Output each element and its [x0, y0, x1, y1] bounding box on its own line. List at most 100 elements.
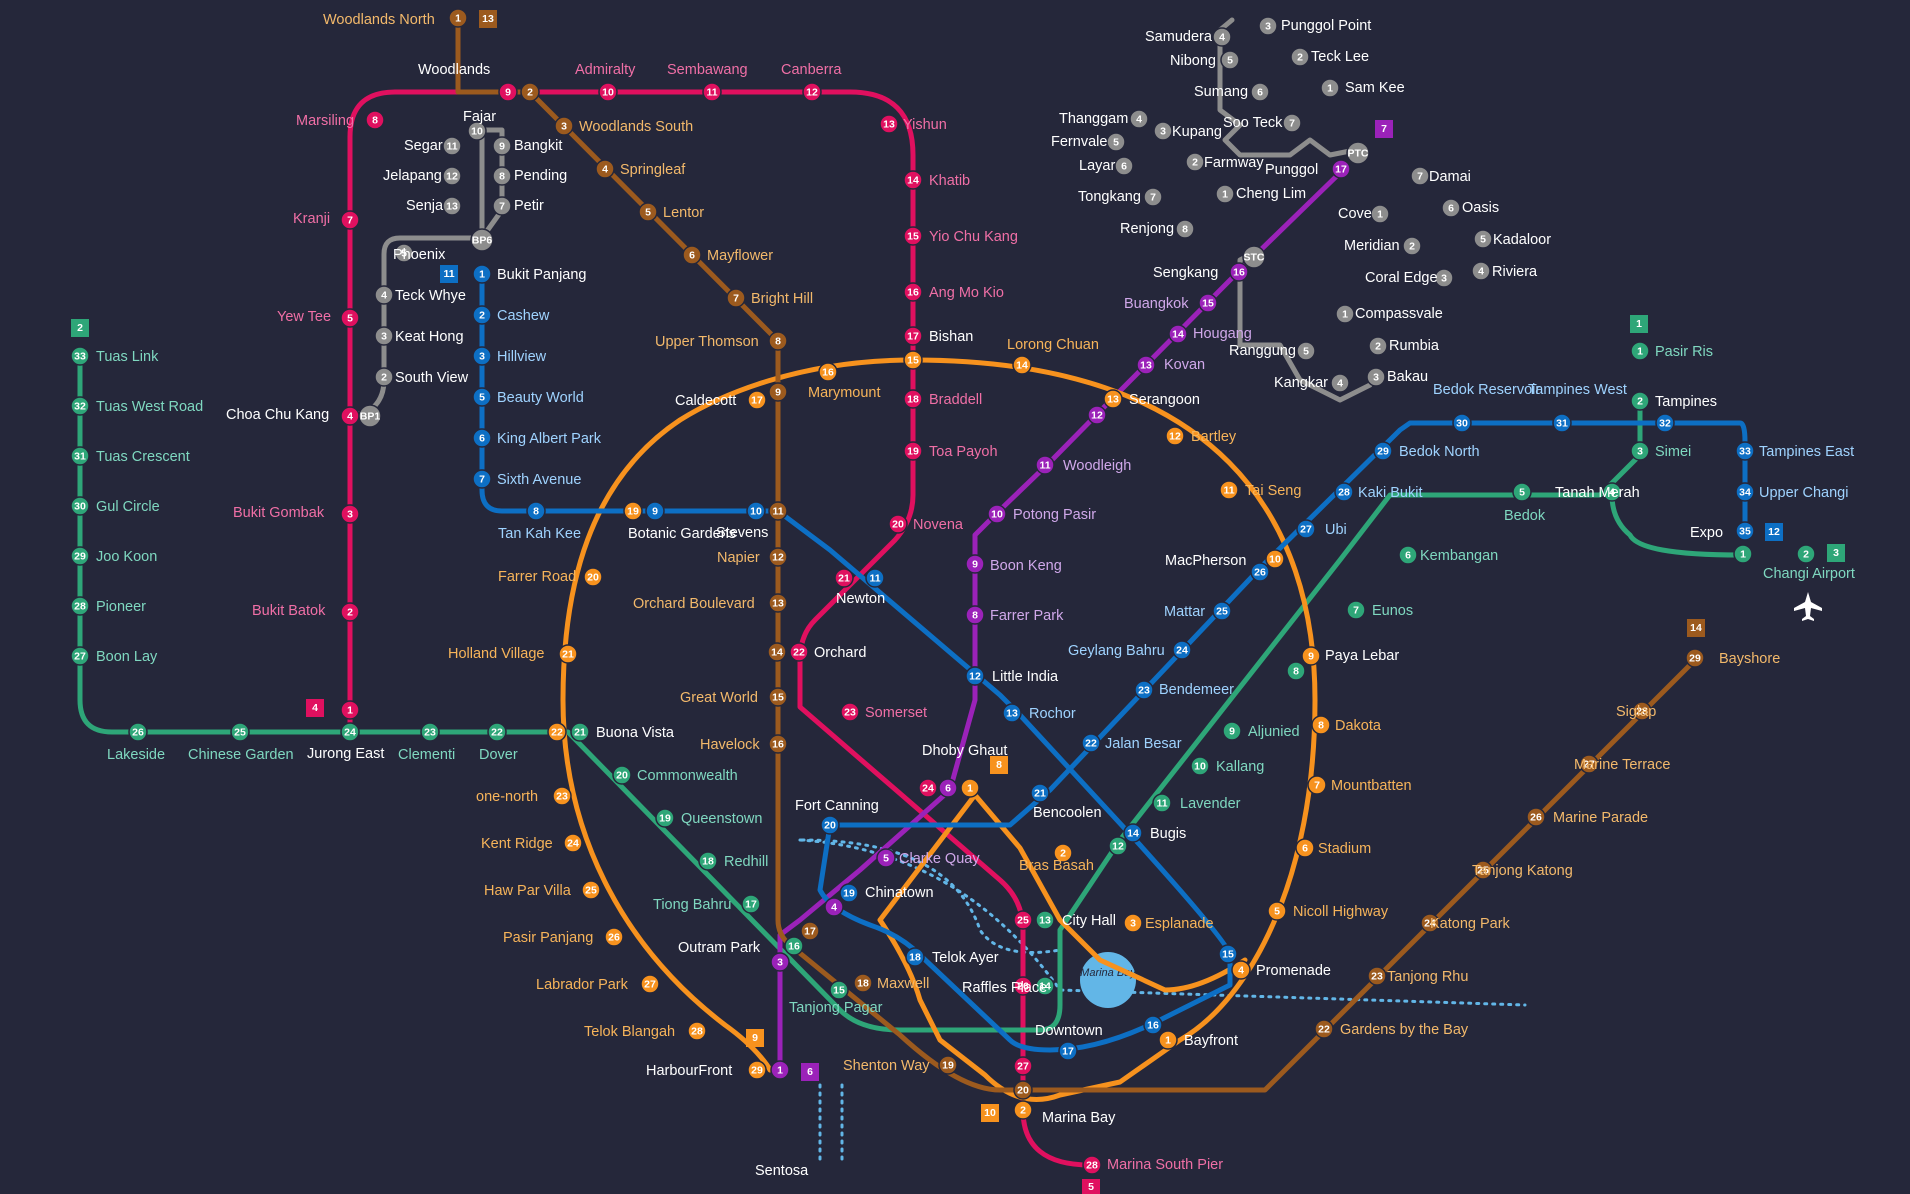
- lbl-bencoolen[interactable]: Bencoolen: [1033, 805, 1102, 821]
- lbl-downtown[interactable]: Downtown: [1035, 1023, 1103, 1039]
- lbl-woodlands-north[interactable]: Woodlands North: [323, 12, 435, 28]
- lbl-bright-hill[interactable]: Bright Hill: [751, 291, 813, 307]
- lbl-lentor[interactable]: Lentor: [663, 205, 704, 221]
- station-marker-shenton-way-te19[interactable]: 19: [938, 1055, 958, 1075]
- station-marker-havelock-te16[interactable]: 16: [768, 734, 788, 754]
- lbl-hougang[interactable]: Hougang: [1193, 326, 1252, 342]
- lbl-dover[interactable]: Dover: [479, 747, 518, 763]
- station-marker-dhoby-ghaut-ns24[interactable]: 24: [918, 778, 938, 798]
- station-marker-canberra-ns12[interactable]: 12: [802, 82, 822, 102]
- lbl-marine-terrace[interactable]: Marine Terrace: [1574, 757, 1670, 773]
- station-marker-cove-lrt1[interactable]: 1: [1370, 204, 1390, 224]
- station-marker-punggol-point-lrt3[interactable]: 3: [1258, 16, 1278, 36]
- lbl-kaki-bukit[interactable]: Kaki Bukit: [1358, 485, 1422, 501]
- lbl-teck-whye[interactable]: Teck Whye: [395, 288, 466, 304]
- station-marker-orchard-boulevard-te13[interactable]: 13: [768, 593, 788, 613]
- station-marker-farrer-park-ne8[interactable]: 8: [965, 605, 985, 625]
- station-marker-changi-airport-ew2[interactable]: 2: [1796, 544, 1816, 564]
- station-marker-great-world-te15[interactable]: 15: [768, 687, 788, 707]
- station-marker-choa-chu-kang-lrtbp1[interactable]: BP1: [358, 404, 382, 428]
- lbl-kent-ridge[interactable]: Kent Ridge: [481, 836, 553, 852]
- station-marker-bugis-ew12[interactable]: 12: [1108, 836, 1128, 856]
- station-marker-promenade-cc4[interactable]: 4: [1231, 960, 1251, 980]
- lbl-queenstown[interactable]: Queenstown: [681, 811, 762, 827]
- lbl-pioneer[interactable]: Pioneer: [96, 599, 146, 615]
- station-marker-tampines-east-dt33[interactable]: 33: [1735, 441, 1755, 461]
- station-marker-admiralty-ns10[interactable]: 10: [598, 82, 618, 102]
- lbl-layar[interactable]: Layar: [1079, 158, 1115, 174]
- station-marker-tampines-west-dt31[interactable]: 31: [1552, 413, 1572, 433]
- station-marker-thanggam-lrt4[interactable]: 4: [1129, 109, 1149, 129]
- station-marker-rochor-dt13[interactable]: 13: [1002, 703, 1022, 723]
- station-marker-teck-lee-lrt2[interactable]: 2: [1290, 47, 1310, 67]
- station-marker-one-north-cc23[interactable]: 23: [552, 786, 572, 806]
- station-marker-compassvale-lrt1[interactable]: 1: [1335, 304, 1355, 324]
- station-marker-harbourfront-ne1[interactable]: 1: [770, 1060, 790, 1080]
- station-marker-orchard-ns22[interactable]: 22: [789, 642, 809, 662]
- lbl-bendemeer[interactable]: Bendemeer: [1159, 682, 1234, 698]
- station-marker-fort-canning-dt20[interactable]: 20: [820, 815, 840, 835]
- station-marker-tanah-merah-ew4[interactable]: 4: [1602, 482, 1622, 502]
- station-marker-kembangan-ew6[interactable]: 6: [1398, 545, 1418, 565]
- lbl-raffles-place[interactable]: Raffles Place: [962, 980, 1047, 996]
- station-marker-clarke-quay-ne5[interactable]: 5: [876, 848, 896, 868]
- station-marker-jurong-east-ew24[interactable]: 24: [340, 722, 360, 742]
- lbl-caldecott[interactable]: Caldecott: [675, 393, 736, 409]
- lbl-stadium[interactable]: Stadium: [1318, 841, 1371, 857]
- station-marker-rumbia-lrt2[interactable]: 2: [1368, 336, 1388, 356]
- lbl-shenton-way[interactable]: Shenton Way: [843, 1058, 930, 1074]
- lbl-bayfront[interactable]: Bayfront: [1184, 1033, 1238, 1049]
- lbl-bangkit[interactable]: Bangkit: [514, 138, 562, 154]
- lbl-maxwell[interactable]: Maxwell: [877, 976, 929, 992]
- station-marker-woodlands-te2[interactable]: 2: [520, 82, 540, 102]
- lbl-clementi[interactable]: Clementi: [398, 747, 455, 763]
- lbl-holland-village[interactable]: Holland Village: [448, 646, 544, 662]
- station-marker-bedok-reservoir-dt30[interactable]: 30: [1452, 413, 1472, 433]
- station-marker-macpherson-dt26[interactable]: 26: [1250, 562, 1270, 582]
- station-marker-sam-kee-lrt1[interactable]: 1: [1320, 78, 1340, 98]
- lbl-tanjong-katong[interactable]: Tanjong Katong: [1472, 863, 1573, 879]
- lbl-phoenix[interactable]: Phoenix: [393, 247, 446, 263]
- station-marker-commonwealth-ew20[interactable]: 20: [612, 765, 632, 785]
- station-marker-outram-park-ew16[interactable]: 16: [784, 936, 804, 956]
- station-marker-sembawang-ns11[interactable]: 11: [702, 82, 722, 102]
- lbl-labrador-park[interactable]: Labrador Park: [536, 977, 629, 993]
- lbl-bedok-reservoir[interactable]: Bedok Reservoir: [1433, 382, 1540, 398]
- lbl-boon-lay[interactable]: Boon Lay: [96, 649, 158, 665]
- lbl-esplanade[interactable]: Esplanade: [1145, 916, 1214, 932]
- lbl-potong-pasir[interactable]: Potong Pasir: [1013, 507, 1096, 523]
- station-marker-katong-park-te24[interactable]: 24: [1420, 913, 1440, 933]
- lbl-sixth-avenue[interactable]: Sixth Avenue: [497, 472, 581, 488]
- lbl-geylang-bahru[interactable]: Geylang Bahru: [1068, 643, 1165, 659]
- lbl-expo[interactable]: Expo: [1690, 525, 1723, 541]
- station-marker-kranji-ns7[interactable]: 7: [340, 210, 360, 230]
- lbl-clarke-quay[interactable]: Clarke Quay: [899, 851, 980, 867]
- station-marker-pioneer-ew28[interactable]: 28: [70, 596, 90, 616]
- lbl-pending[interactable]: Pending: [514, 168, 567, 184]
- station-marker-bishan-ns17[interactable]: 17: [903, 326, 923, 346]
- lbl-one-north[interactable]: one-north: [476, 789, 538, 805]
- lbl-bayshore[interactable]: Bayshore: [1719, 651, 1780, 667]
- station-marker-ranggung-lrt5[interactable]: 5: [1296, 341, 1316, 361]
- station-marker-lorong-chuan-cc14[interactable]: 14: [1012, 355, 1032, 375]
- lbl-mountbatten[interactable]: Mountbatten: [1331, 778, 1412, 794]
- station-marker-outram-park-ne3[interactable]: 3: [770, 952, 790, 972]
- lbl-soo-teck[interactable]: Soo Teck: [1223, 115, 1283, 131]
- station-marker-marymount-cc16[interactable]: 16: [818, 362, 838, 382]
- lbl-woodlands-south[interactable]: Woodlands South: [579, 119, 693, 135]
- station-marker-boon-keng-ne9[interactable]: 9: [965, 554, 985, 574]
- lbl-tanjong-pagar[interactable]: Tanjong Pagar: [789, 1000, 883, 1016]
- lbl-tampines[interactable]: Tampines: [1655, 394, 1717, 410]
- lbl-marsiling[interactable]: Marsiling: [296, 113, 354, 129]
- station-marker-bencoolen-dt21[interactable]: 21: [1030, 783, 1050, 803]
- station-marker-kovan-ne13[interactable]: 13: [1136, 355, 1156, 375]
- lbl-kallang[interactable]: Kallang: [1216, 759, 1264, 775]
- lbl-punggol[interactable]: Punggol: [1265, 162, 1318, 178]
- lbl-thanggam[interactable]: Thanggam: [1059, 111, 1128, 127]
- station-marker-bukit-panjang-dt1[interactable]: 1: [472, 264, 492, 284]
- lbl-gul-circle[interactable]: Gul Circle: [96, 499, 160, 515]
- lbl-bukit-gombak[interactable]: Bukit Gombak: [233, 505, 325, 521]
- station-marker-yishun-ns13[interactable]: 13: [879, 114, 899, 134]
- station-marker-chinatown-dt19[interactable]: 19: [839, 883, 859, 903]
- lbl-khatib[interactable]: Khatib: [929, 173, 970, 189]
